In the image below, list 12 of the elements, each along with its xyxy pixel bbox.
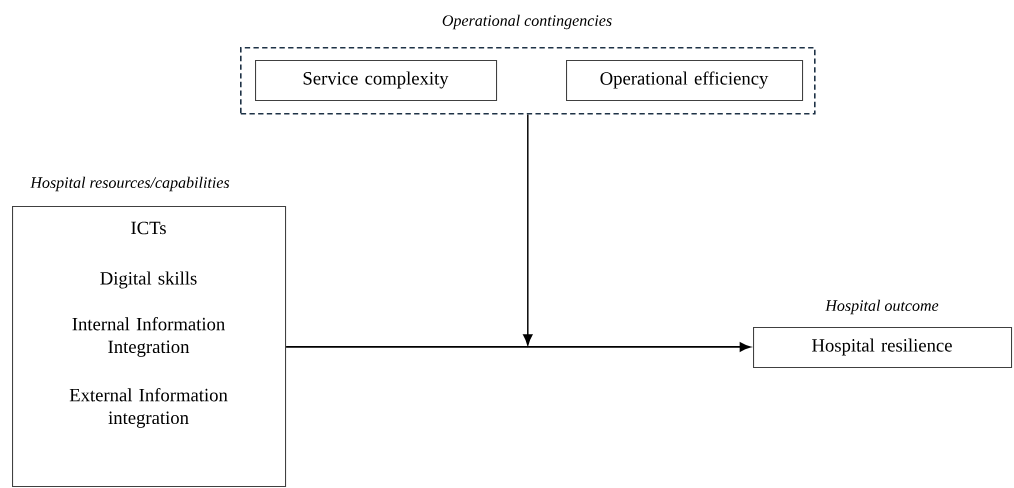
box-text: External Information integration xyxy=(69,388,228,428)
box-text: Service complexity xyxy=(303,71,449,89)
box-text: Internal Information Integration xyxy=(72,317,225,357)
box-text: Hospital resilience xyxy=(812,338,952,356)
heading: Operational contingencies xyxy=(442,14,612,30)
arrow xyxy=(285,342,751,352)
heading: Hospital outcome xyxy=(825,299,939,315)
heading: Hospital resources/capabilities xyxy=(30,176,230,192)
box-text: Operational efficiency xyxy=(600,71,769,89)
arrow xyxy=(523,113,533,346)
box-text: ICTs xyxy=(131,221,166,235)
box-text: Digital skills xyxy=(100,271,197,289)
